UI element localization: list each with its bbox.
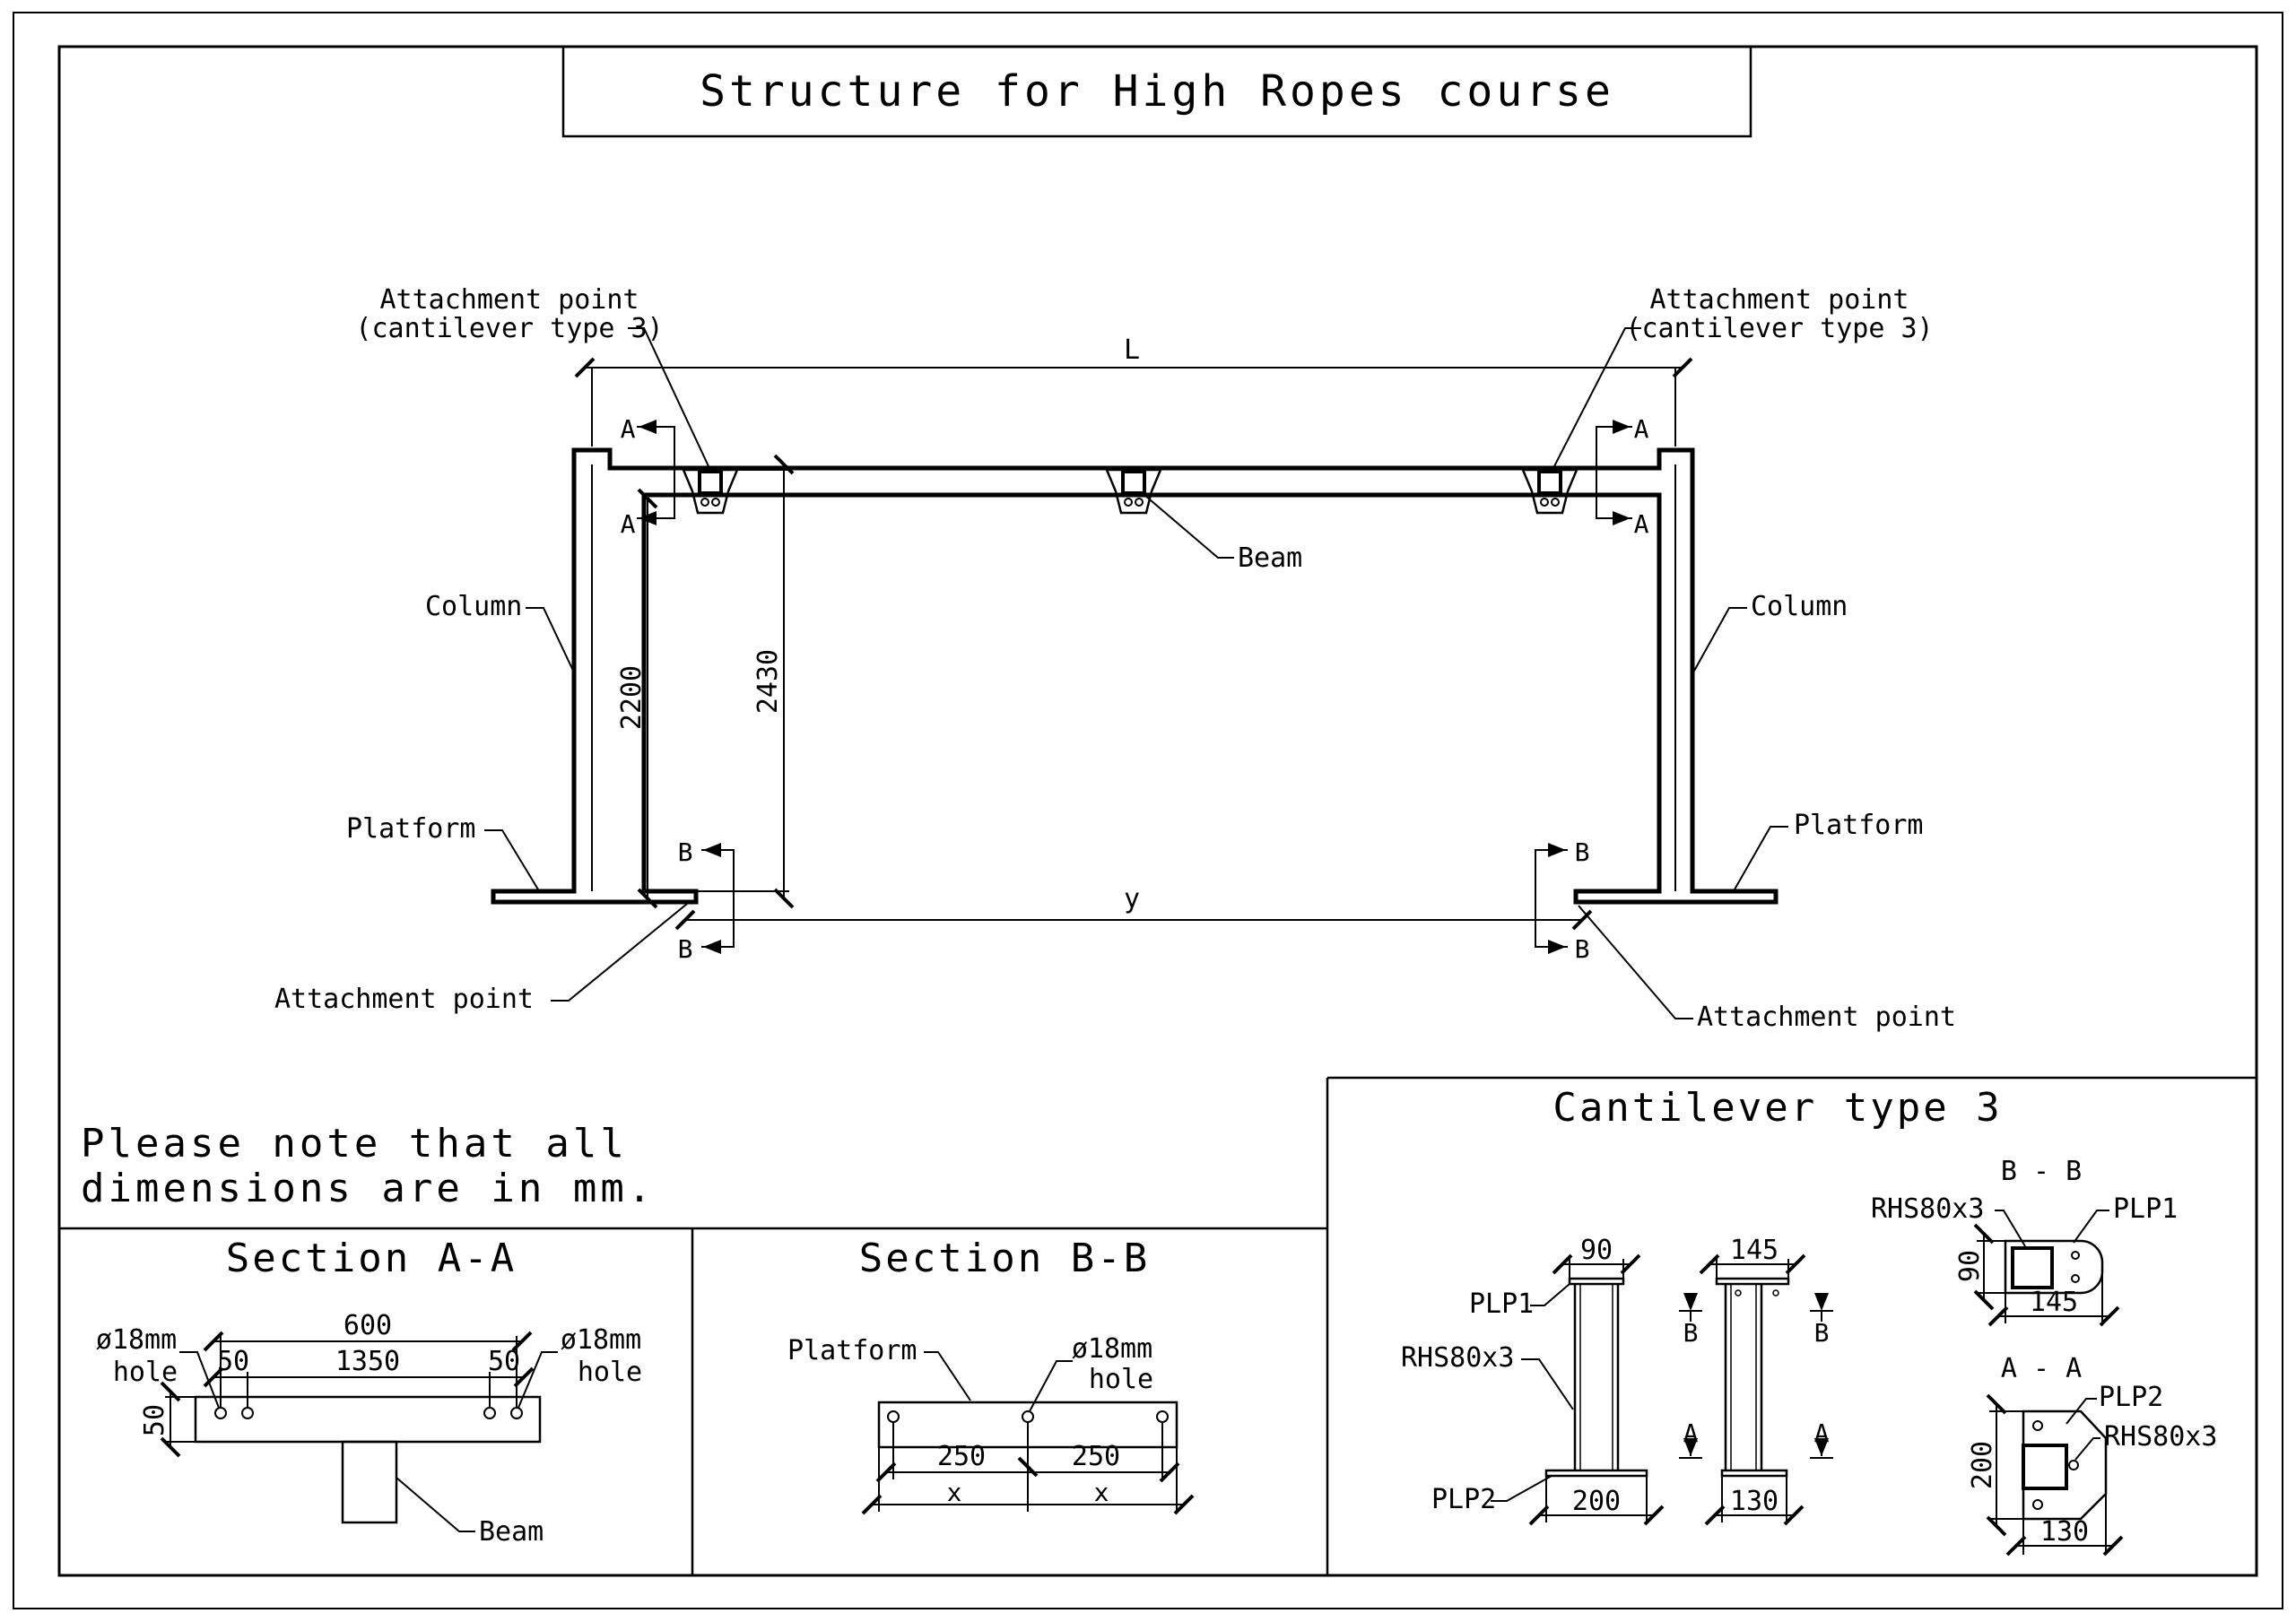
aa-detail-title: A - A (2001, 1353, 2082, 1384)
bracket-left (682, 468, 739, 515)
label-attach-bottom-left: Attachment point (274, 903, 688, 1015)
attach-top-right-line2: (cantilever type 3) (1625, 313, 1933, 344)
hole-left-line1: ø18mm (96, 1324, 177, 1356)
cant-plp1-label: PLP1 (1469, 1288, 1534, 1320)
cant-plp2-label: PLP2 (1431, 1484, 1496, 1515)
cant-mark-B-left: B (1683, 1318, 1699, 1348)
dimension-L: L (574, 334, 1693, 447)
bracket-center (1105, 468, 1162, 515)
cant-dim-200: 200 (1572, 1486, 1621, 1517)
attach-bottom-left-label: Attachment point (274, 984, 534, 1015)
dim-2200-label: 2200 (616, 665, 648, 730)
attach-bottom-right-label: Attachment point (1697, 1002, 1956, 1033)
label-attach-top-left: Attachment point (cantilever type 3) (355, 284, 709, 467)
section-B-label-top-right: B (1575, 837, 1590, 867)
column-right-label: Column (1751, 591, 1848, 622)
cant-mark-A-left: A (1683, 1418, 1699, 1448)
page-title: Structure for High Ropes course (700, 66, 1614, 117)
dim-50-vertical: 50 (139, 1404, 170, 1436)
section-bb-panel: Section B-B 250 250 x x Platform ø18mm h… (787, 1236, 1195, 1515)
section-bb-hole-line1: ø18mm (1072, 1333, 1152, 1365)
dimension-y: y (674, 883, 1593, 931)
attach-top-left-line1: Attachment point (380, 284, 639, 316)
section-A-label-top-right: A (1634, 414, 1649, 444)
outer-border (13, 12, 2283, 1609)
note-line1: Please note that all (81, 1121, 628, 1167)
dim-x-left: x (947, 1478, 962, 1507)
cant-mark-A-right: A (1814, 1418, 1830, 1448)
aa-plp2-label: PLP2 (2099, 1382, 2163, 1413)
section-B-label-bottom-right: B (1575, 934, 1590, 964)
dim-L-label: L (1124, 334, 1140, 366)
label-attach-top-right: Attachment point (cantilever type 3) (1552, 284, 1934, 469)
dim-250-left: 250 (937, 1441, 986, 1472)
section-cut-B-right: B B (1535, 837, 1589, 964)
section-A-label-bottom-left: A (621, 509, 636, 539)
title-box (561, 45, 1752, 138)
section-cut-A-right: A A (1596, 414, 1649, 539)
bracket-right (1521, 468, 1578, 515)
cantilever-aa-detail: A - A 200 130 PLP2 RHS80x3 (1967, 1353, 2217, 1557)
dimension-2200: 2200 (616, 488, 658, 909)
dim-250-right: 250 (1072, 1441, 1120, 1472)
cant-dim-90: 90 (1580, 1235, 1613, 1266)
section-aa-title: Section A-A (226, 1236, 517, 1281)
aa-dim-200: 200 (1967, 1441, 1998, 1489)
bb-rhs-label: RHS80x3 (1871, 1193, 1984, 1225)
label-attach-bottom-right: Attachment point (1578, 905, 1956, 1033)
platform-left-label: Platform (346, 813, 476, 845)
cantilever-bb-detail: B - B 90 145 RHS80x3 PLP1 (1871, 1156, 2178, 1327)
dim-1350: 1350 (335, 1346, 400, 1377)
attach-top-right-line1: Attachment point (1650, 284, 1909, 316)
cant-mark-B-right: B (1814, 1318, 1830, 1348)
hole-left-line2: hole (113, 1357, 178, 1388)
cant-dim-145: 145 (1730, 1235, 1779, 1266)
section-A-label-bottom-right: A (1634, 509, 1649, 539)
column-left-label: Column (425, 591, 522, 622)
dim-50-right: 50 (488, 1346, 520, 1377)
cantilever-front-view: 90 200 PLP1 RHS80x3 PLP2 (1401, 1235, 1665, 1526)
hole-right-line2: hole (578, 1357, 642, 1388)
label-column-left: Column (425, 591, 575, 673)
dimension-2430: 2430 (696, 454, 795, 909)
aa-rhs-label: RHS80x3 (2104, 1421, 2217, 1453)
beam-label: Beam (1238, 542, 1302, 574)
cantilever-panel: Cantilever type 3 90 200 PLP1 RHS80x3 PL… (1401, 1085, 2217, 1557)
aa-dim-130: 130 (2040, 1516, 2089, 1548)
section-bb-title: Section B-B (859, 1236, 1150, 1281)
section-cut-B-left: B B (678, 837, 735, 964)
bb-dim-145: 145 (2030, 1287, 2078, 1318)
section-aa-panel: Section A-A 600 1350 50 50 50 ø18mm hole… (96, 1236, 642, 1548)
dim-y-label: y (1124, 883, 1140, 915)
section-cut-A-left: A A (621, 414, 675, 539)
hole-right-line1: ø18mm (561, 1324, 641, 1356)
attach-top-left-line2: (cantilever type 3) (355, 313, 663, 344)
section-B-label-bottom-left: B (678, 934, 693, 964)
section-B-label-top-left: B (678, 837, 693, 867)
bb-detail-title: B - B (2001, 1156, 2082, 1187)
dim-600: 600 (344, 1310, 392, 1341)
bb-dim-90: 90 (1954, 1250, 1986, 1282)
note-line2: dimensions are in mm. (81, 1166, 655, 1211)
section-bb-hole-line2: hole (1089, 1364, 1153, 1395)
cantilever-side-view: 145 130 B B A A (1679, 1235, 1833, 1526)
dim-x-right: x (1094, 1478, 1109, 1507)
section-aa-beam-label: Beam (479, 1516, 544, 1548)
dim-2430-label: 2430 (752, 649, 784, 714)
label-platform-right: Platform (1734, 810, 1924, 890)
main-frame (491, 447, 1779, 905)
cant-rhs-label: RHS80x3 (1401, 1342, 1514, 1374)
label-column-right: Column (1692, 591, 1848, 673)
dim-50-left: 50 (217, 1346, 249, 1377)
platform-right-label: Platform (1794, 810, 1924, 841)
section-A-label-top-left: A (621, 414, 636, 444)
label-beam: Beam (1144, 494, 1302, 574)
cant-dim-130: 130 (1730, 1486, 1779, 1517)
column-left-outline (491, 447, 1779, 905)
bb-plp1-label: PLP1 (2113, 1193, 2178, 1225)
cantilever-title: Cantilever type 3 (1552, 1085, 2002, 1131)
label-platform-left: Platform (346, 813, 539, 890)
section-bb-platform-label: Platform (787, 1335, 918, 1366)
